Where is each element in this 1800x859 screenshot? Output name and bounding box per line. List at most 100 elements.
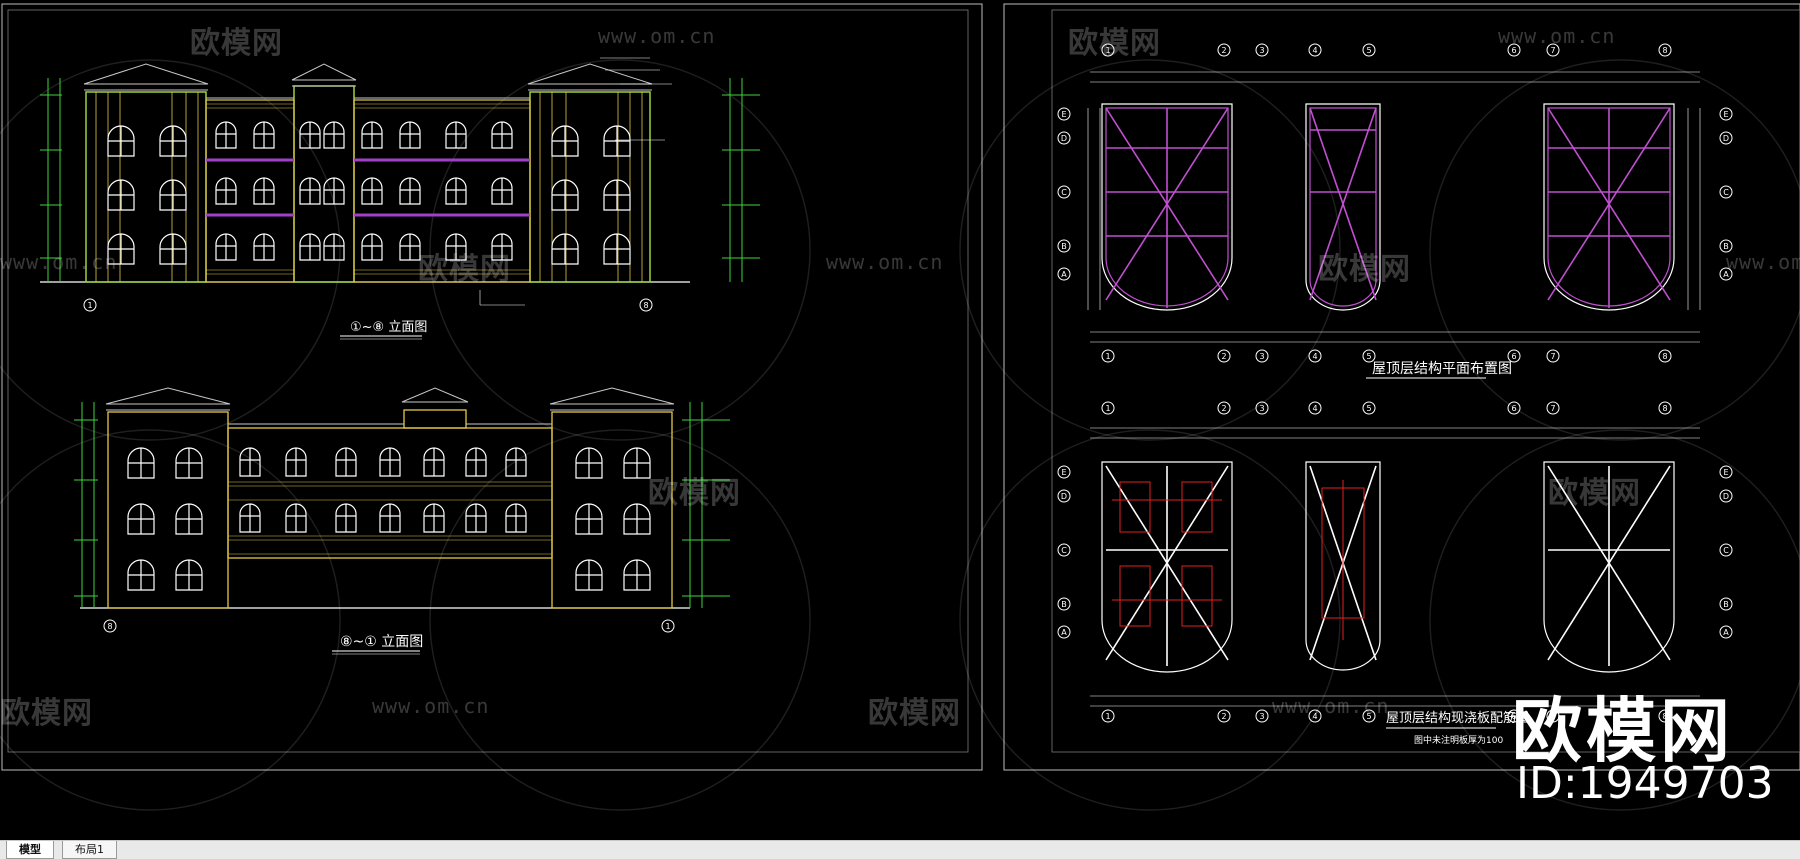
- grid-axis-label: 3: [1259, 404, 1264, 413]
- grid-axis-label: B: [1723, 600, 1729, 609]
- grid-axis-label: 5: [1366, 46, 1371, 55]
- grid-axis-label: 8: [1662, 712, 1667, 721]
- arched-window: [603, 125, 631, 157]
- back-elevation-title: ⑧~① 立面图: [340, 634, 423, 650]
- watermark-url-7: www.om.cn: [1272, 694, 1390, 718]
- arched-window: [445, 121, 467, 149]
- arched-window: [175, 503, 203, 535]
- arched-window: [107, 125, 135, 157]
- arched-window: [399, 121, 421, 149]
- arched-window: [107, 233, 135, 265]
- watermark-logo-3: 欧模网: [418, 252, 511, 287]
- grid-axis-label: 3: [1259, 46, 1264, 55]
- grid-axis-label: 2: [1221, 712, 1226, 721]
- arched-window: [623, 503, 651, 535]
- arched-window: [399, 177, 421, 205]
- tab-model[interactable]: 模型: [6, 841, 54, 859]
- arched-window: [423, 447, 445, 477]
- arched-window: [491, 233, 513, 261]
- arched-window: [323, 121, 345, 149]
- arched-window: [623, 559, 651, 591]
- grid-axis-label: D: [1061, 492, 1067, 501]
- arched-window: [159, 125, 187, 157]
- grid-axis-label: 3: [1259, 712, 1264, 721]
- grid-axis-label: E: [1723, 468, 1728, 477]
- arched-window: [299, 177, 321, 205]
- tab-layout1[interactable]: 布局1: [62, 841, 117, 859]
- grid-axis-label: 6: [1511, 352, 1516, 361]
- arched-window: [253, 121, 275, 149]
- arched-window: [399, 233, 421, 261]
- grid-axis-label: 5: [1366, 352, 1371, 361]
- roof-structure-plan[interactable]: [1087, 71, 1701, 707]
- arched-window: [323, 177, 345, 205]
- right-sheet-frame: [1003, 3, 1800, 771]
- arched-window: [361, 177, 383, 205]
- arched-window: [239, 503, 261, 533]
- arched-window: [175, 447, 203, 479]
- bottom-plan-title: 屋顶层结构现浇板配筋图: [1386, 710, 1529, 726]
- grid-axis-label: 8: [1662, 352, 1667, 361]
- grid-axis-label: E: [1061, 110, 1066, 119]
- arched-window: [175, 559, 203, 591]
- grid-axis-label: E: [1061, 468, 1066, 477]
- arched-window: [299, 233, 321, 261]
- grid-axis-label: A: [1061, 270, 1067, 279]
- arched-window: [575, 559, 603, 591]
- grid-axis-label: 5: [1366, 712, 1371, 721]
- arched-window: [323, 233, 345, 261]
- front-elevation[interactable]: 1 8: [40, 57, 760, 312]
- bottom-plan-subtitle: 图中未注明板厚为100: [1414, 734, 1503, 746]
- arched-window: [127, 559, 155, 591]
- grid-axis-label: C: [1723, 546, 1729, 555]
- arched-window: [623, 447, 651, 479]
- watermark-url-3: www.om.cn: [0, 250, 118, 274]
- arched-window: [239, 447, 261, 477]
- watermark-url-1: www.om.cn: [598, 24, 716, 48]
- grid-axis-label: 4: [1312, 46, 1317, 55]
- grid-axis-label: 7: [1550, 712, 1555, 721]
- watermark-logo-4: 欧模网: [1318, 252, 1411, 287]
- grid-axis-label: 2: [1221, 352, 1226, 361]
- grid-axis-label: C: [1061, 546, 1067, 555]
- arched-window: [253, 177, 275, 205]
- arched-window: [107, 179, 135, 211]
- grid-axis-label: D: [1723, 492, 1729, 501]
- back-axis-right: 1: [665, 622, 670, 631]
- grid-axis-label: 7: [1550, 404, 1555, 413]
- arched-window: [423, 503, 445, 533]
- arched-window: [127, 503, 155, 535]
- watermark-logo-2: 欧模网: [1068, 26, 1161, 61]
- arched-window: [445, 177, 467, 205]
- arched-window: [465, 503, 487, 533]
- cad-model-space[interactable]: 1 8 ①~⑧ 立面图: [0, 0, 1800, 840]
- layout-tab-bar: 模型 布局1: [0, 840, 1800, 859]
- arched-window: [335, 447, 357, 477]
- arched-window: [603, 233, 631, 265]
- arched-window: [465, 447, 487, 477]
- arched-window: [299, 121, 321, 149]
- watermark-url-6: www.om.cn: [372, 694, 490, 718]
- grid-axis-label: 7: [1550, 352, 1555, 361]
- grid-axis-label: B: [1061, 242, 1067, 251]
- arched-window: [159, 233, 187, 265]
- grid-axis-label: D: [1061, 134, 1067, 143]
- arched-window: [603, 179, 631, 211]
- grid-axis-label: 4: [1312, 352, 1317, 361]
- arched-window: [379, 447, 401, 477]
- front-elevation-title: ①~⑧ 立面图: [350, 320, 427, 335]
- arched-window: [445, 233, 467, 261]
- arched-window: [285, 503, 307, 533]
- back-elevation[interactable]: 8 1: [74, 387, 730, 633]
- grid-axis-label: 1: [1105, 352, 1110, 361]
- arched-window: [159, 179, 187, 211]
- grid-axis-label: 5: [1366, 404, 1371, 413]
- arched-window: [379, 503, 401, 533]
- left-sheet-frame: [1, 3, 983, 771]
- brand-logo-text: 欧模网: [1512, 690, 1734, 772]
- watermark-logo-1: 欧模网: [190, 26, 283, 61]
- arched-window: [215, 233, 237, 261]
- grid-axis-label: 1: [1105, 46, 1110, 55]
- watermark-logo-5: 欧模网: [648, 476, 741, 511]
